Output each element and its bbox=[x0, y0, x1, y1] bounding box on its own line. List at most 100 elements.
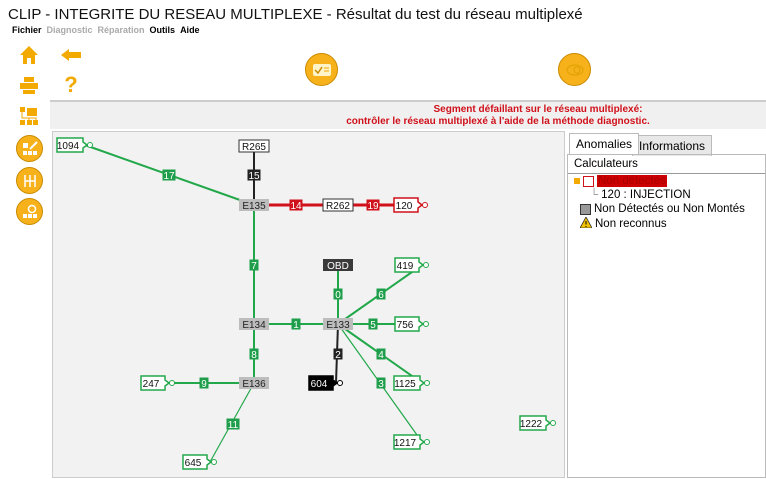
node-OBD[interactable]: OBD bbox=[323, 259, 353, 272]
node-label: 604 bbox=[311, 379, 328, 390]
connectors-icon[interactable] bbox=[16, 167, 43, 194]
node-label: E135 bbox=[242, 201, 266, 212]
segment-badge-s9[interactable] bbox=[199, 377, 209, 389]
segment-label-s0: 0 bbox=[335, 290, 341, 301]
node-n1125[interactable]: 1125 bbox=[393, 375, 430, 391]
tree-label: Non reconnus bbox=[595, 218, 667, 230]
tree-item-non-detectes[interactable]: Non détectés bbox=[574, 175, 667, 187]
home-icon[interactable] bbox=[16, 42, 42, 68]
node-label: E133 bbox=[326, 320, 350, 331]
segment-label-s11: 11 bbox=[228, 420, 239, 431]
segment-badge-s2[interactable] bbox=[333, 348, 343, 360]
tree-item-injection[interactable]: └120 : INJECTION bbox=[590, 189, 691, 201]
message-line-2: contrôler le réseau multiplexé à l'aide … bbox=[346, 116, 650, 127]
node-E135[interactable]: E135 bbox=[239, 199, 269, 212]
node-n120[interactable]: 120 bbox=[393, 197, 428, 213]
segment-label-s4: 4 bbox=[378, 350, 384, 361]
connector-icon bbox=[423, 321, 429, 327]
node-label: 1094 bbox=[57, 141, 80, 152]
node-label: 1125 bbox=[394, 379, 416, 390]
node-n1222[interactable]: 1222 bbox=[519, 415, 556, 431]
connector-icon bbox=[424, 439, 430, 445]
not-mounted-icon bbox=[580, 203, 591, 215]
node-label: 1217 bbox=[394, 438, 417, 449]
segment-badge-s1[interactable] bbox=[291, 318, 301, 330]
status-message: Segment défaillant sur le réseau multipl… bbox=[50, 100, 766, 129]
network-map-icon[interactable] bbox=[16, 103, 42, 129]
segment-badge-s6[interactable] bbox=[376, 288, 386, 300]
window-title: CLIP - INTEGRITE DU RESEAU MULTIPLEXE - … bbox=[8, 6, 583, 23]
node-label: 247 bbox=[143, 379, 160, 390]
connector-icon bbox=[550, 420, 556, 426]
segment-label-s7: 7 bbox=[251, 261, 257, 272]
tree-label: Non détectés bbox=[597, 175, 667, 187]
segment-label-s9: 9 bbox=[201, 379, 207, 390]
connector-icon bbox=[87, 142, 93, 148]
node-R265[interactable]: R265 bbox=[238, 139, 270, 153]
node-n645[interactable]: 645 bbox=[182, 454, 217, 470]
node-R262[interactable]: R262 bbox=[322, 198, 354, 212]
tree-header: Calculateurs bbox=[568, 155, 765, 174]
menu-fichier[interactable]: Fichier bbox=[12, 25, 42, 35]
node-label: 120 bbox=[396, 201, 413, 212]
segment-label-s1: 1 bbox=[293, 320, 299, 331]
segment-badge-s0[interactable] bbox=[333, 288, 343, 300]
segment-badge-s15[interactable] bbox=[247, 169, 261, 181]
segment-label-s5: 5 bbox=[370, 320, 376, 331]
segment-badge-s4[interactable] bbox=[376, 348, 386, 360]
segment-badge-s3[interactable] bbox=[376, 377, 386, 389]
menu-diagnostic: Diagnostic bbox=[46, 25, 93, 35]
node-n247[interactable]: 247 bbox=[140, 375, 175, 391]
tab-informations[interactable]: Informations bbox=[632, 135, 713, 156]
segment-badge-s14[interactable] bbox=[289, 199, 303, 211]
node-n1217[interactable]: 1217 bbox=[393, 434, 430, 450]
connector-icon bbox=[422, 202, 428, 208]
tree-branch: └ bbox=[590, 189, 599, 201]
segment-badge-s19[interactable] bbox=[366, 199, 380, 211]
node-label: R262 bbox=[326, 201, 350, 212]
connector-icon bbox=[423, 262, 429, 268]
menu-outils[interactable]: Outils bbox=[149, 25, 176, 35]
segment-badge-s17[interactable] bbox=[162, 169, 176, 181]
segment-badge-s7[interactable] bbox=[249, 259, 259, 271]
network-edit-icon[interactable] bbox=[16, 135, 43, 162]
segment-label-s3: 3 bbox=[378, 379, 384, 390]
node-n604[interactable]: 604 bbox=[308, 375, 343, 391]
menu-aide[interactable]: Aide bbox=[180, 25, 200, 35]
segment-label-s15: 15 bbox=[248, 171, 260, 182]
segment-badge-s8[interactable] bbox=[249, 348, 259, 360]
message-line-1: Segment défaillant sur le réseau multipl… bbox=[433, 104, 643, 115]
tree-item-non-montes[interactable]: Non Détectés ou Non Montés bbox=[580, 203, 745, 215]
node-E134[interactable]: E134 bbox=[239, 318, 269, 331]
segment-label-s17: 17 bbox=[163, 171, 175, 182]
node-n756[interactable]: 756 bbox=[394, 316, 429, 332]
tree-item-non-reconnus[interactable]: Non reconnus bbox=[579, 216, 667, 231]
node-label: 645 bbox=[185, 458, 202, 469]
node-E136[interactable]: E136 bbox=[239, 377, 269, 390]
network-inspect-button[interactable] bbox=[558, 53, 591, 86]
warning-icon bbox=[579, 216, 593, 231]
segment-label-s6: 6 bbox=[378, 290, 384, 301]
printer-icon[interactable] bbox=[16, 72, 42, 98]
node-label: R265 bbox=[242, 142, 266, 153]
node-label: 756 bbox=[397, 320, 414, 331]
help-icon[interactable]: ? bbox=[64, 72, 78, 97]
node-E133[interactable]: E133 bbox=[323, 318, 353, 331]
back-arrow-icon[interactable] bbox=[58, 42, 84, 68]
node-n1094[interactable]: 1094 bbox=[56, 137, 93, 153]
expand-icon[interactable] bbox=[574, 178, 580, 184]
tab-anomalies[interactable]: Anomalies bbox=[569, 133, 640, 154]
segment-badge-s11[interactable] bbox=[226, 418, 240, 430]
test-checklist-button[interactable] bbox=[305, 53, 338, 86]
segment-label-s2: 2 bbox=[335, 350, 341, 361]
node-label: E134 bbox=[242, 320, 266, 331]
menu-reparation: Réparation bbox=[97, 25, 145, 35]
segment-badge-s5[interactable] bbox=[368, 318, 378, 330]
network-scan-icon[interactable] bbox=[16, 198, 43, 225]
node-label: E136 bbox=[242, 379, 266, 390]
tree-label: 120 : INJECTION bbox=[601, 189, 691, 201]
node-n419[interactable]: 419 bbox=[394, 257, 429, 273]
node-label: 419 bbox=[397, 261, 414, 272]
